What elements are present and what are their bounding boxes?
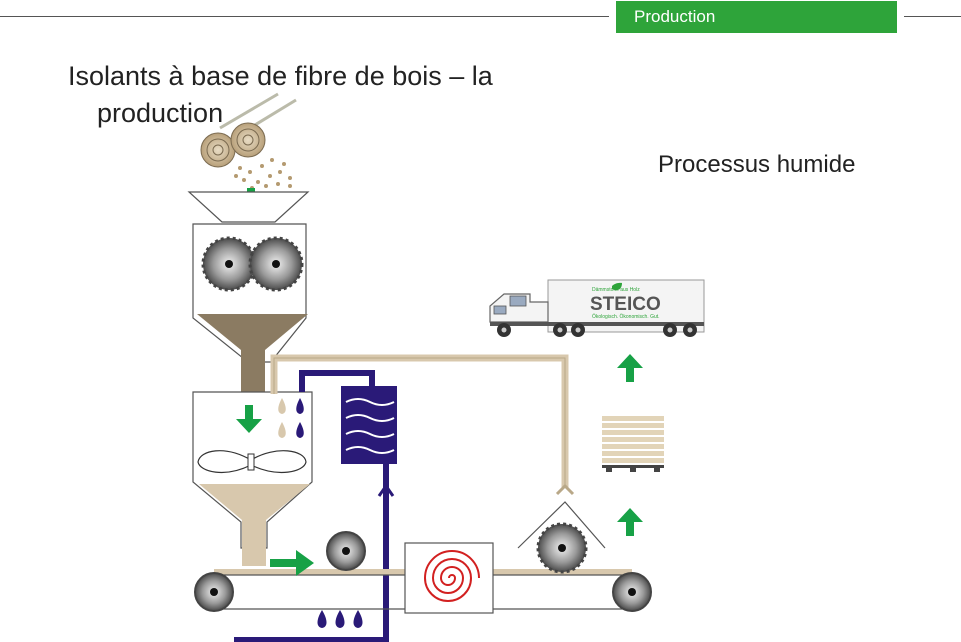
fiber-funnel [197,314,308,396]
conveyor-roller-icon [194,572,234,612]
water-drop-icon [317,610,363,628]
pulp-funnel [199,484,310,566]
arrow-icon [555,483,575,496]
saw-hood [517,501,606,549]
water-pipe-top [299,370,375,392]
header-rule-left [0,16,609,17]
log-icon [200,92,297,168]
arrow-icon [270,550,314,576]
wood-chips-icon [234,158,292,190]
fiber-return-pipe [270,354,569,488]
arrow-icon [377,483,395,497]
truck-icon: Dämmstoffe aus Holz STEICO Ökologisch. Ö… [489,279,705,337]
heating-spiral-icon [404,542,494,614]
crusher-blade-icon [248,236,304,292]
press-roller-icon [326,531,366,571]
slide-title-line1: Isolants à base de fibre de bois – la [68,61,493,91]
truck-tagline-top: Dämmstoffe aus Holz [592,287,640,293]
header-rule-right [904,16,961,17]
section-tab-production[interactable]: Production [616,1,897,33]
slide-title: Isolants à base de fibre de bois – la pr… [68,58,628,132]
hopper-funnel [187,191,310,223]
water-pipe-return [234,464,389,642]
board-stack-icon [602,416,664,472]
conveyor-roller-icon [612,572,652,612]
truck-tagline-bottom: Ökologisch. Ökonomisch. Gut. [592,313,660,320]
water-drop-icon [278,398,304,438]
slide-title-line2: production [97,98,224,128]
arrow-icon [617,508,643,536]
heat-exchanger-icon [341,386,397,464]
mixer-propeller-icon [197,450,307,473]
saw-blade-icon [536,522,588,574]
slide-subtitle: Processus humide [658,151,856,178]
arrow-icon [617,354,643,382]
truck-brand: STEICO [590,294,661,315]
fiber-return-pipe-edge [273,357,566,488]
crusher-blade-icon [201,236,257,292]
